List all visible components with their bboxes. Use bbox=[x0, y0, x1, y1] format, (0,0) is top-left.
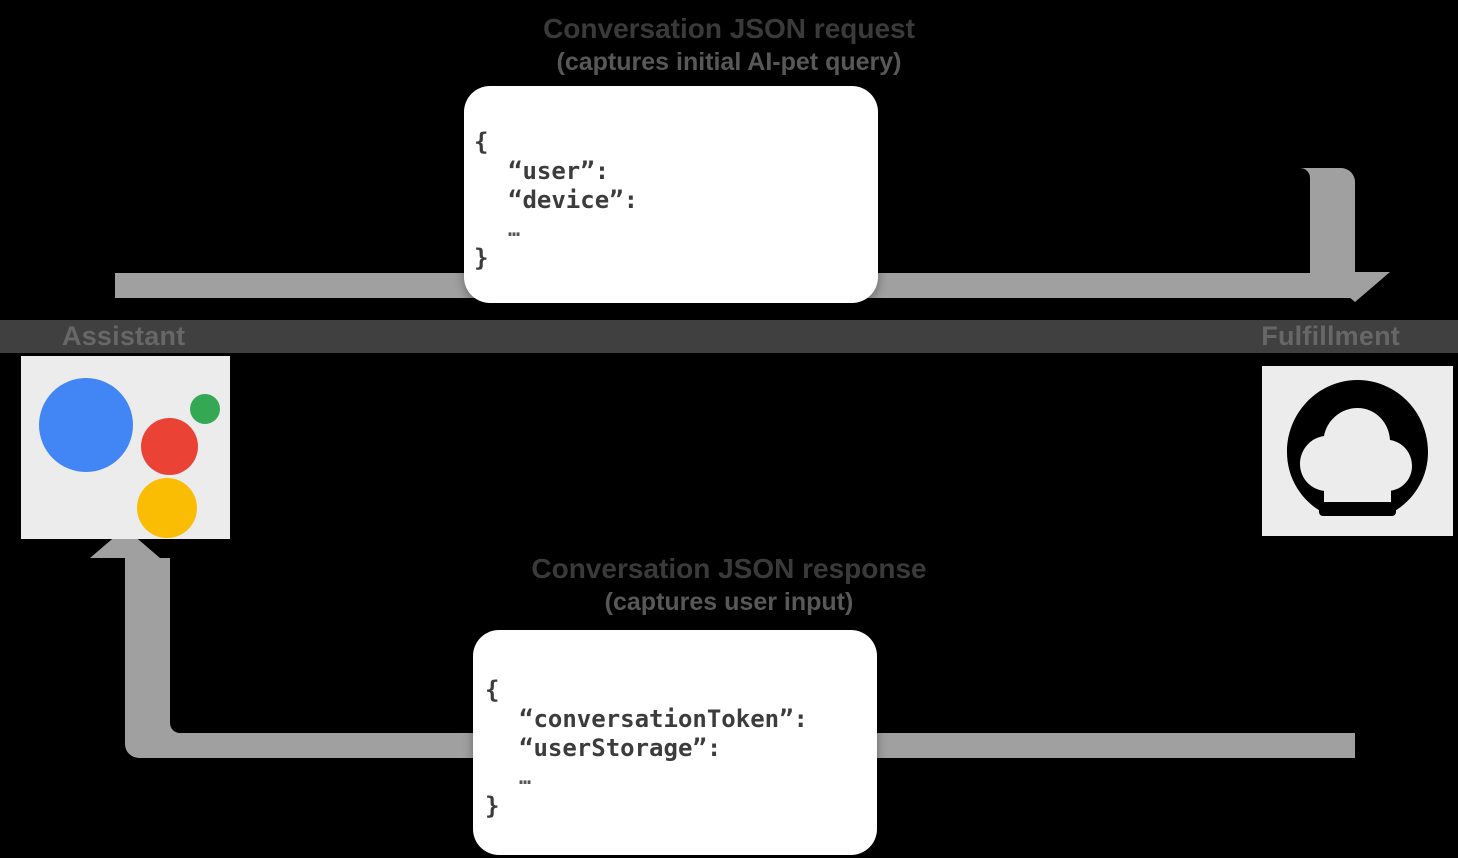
google-assistant-yellow-dot-icon bbox=[137, 478, 197, 538]
request-arrow-head-icon bbox=[1320, 272, 1390, 302]
response-caption-subtitle: (captures user input) bbox=[604, 588, 854, 616]
request-caption-group: Conversation JSON request (captures init… bbox=[0, 12, 1458, 79]
json-ellipsis: … bbox=[519, 765, 533, 789]
node-label-fulfillment: Fulfillment bbox=[1261, 321, 1400, 351]
response-json-card: { “conversationToken”: “userStorage”: … … bbox=[473, 630, 877, 855]
json-ellipsis: … bbox=[508, 217, 522, 241]
request-caption-title: Conversation JSON request bbox=[543, 13, 915, 44]
json-field-device: “device”: bbox=[508, 186, 639, 214]
json-close-brace: } bbox=[474, 244, 489, 272]
node-lane-divider bbox=[0, 320, 1458, 353]
google-assistant-blue-dot-icon bbox=[39, 378, 133, 472]
google-assistant-red-dot-icon bbox=[141, 418, 198, 475]
json-open-brace: { bbox=[474, 128, 489, 156]
json-field-user-storage: “userStorage”: bbox=[519, 734, 722, 762]
json-open-brace: { bbox=[485, 676, 500, 704]
json-field-user: “user”: bbox=[508, 157, 610, 185]
assistant-node-tile[interactable] bbox=[21, 356, 230, 539]
response-caption-group: Conversation JSON response (captures use… bbox=[0, 552, 1458, 619]
request-json-card: { “user”: “device”: … } bbox=[464, 86, 878, 303]
response-caption-title: Conversation JSON response bbox=[531, 553, 927, 584]
json-close-brace: } bbox=[485, 792, 500, 820]
google-assistant-green-dot-icon bbox=[190, 394, 220, 424]
node-label-assistant: Assistant bbox=[62, 321, 186, 351]
cloud-functions-icon bbox=[1287, 380, 1428, 516]
fulfillment-node-tile[interactable] bbox=[1262, 366, 1453, 536]
request-caption-subtitle: (captures initial AI-pet query) bbox=[556, 48, 902, 76]
json-field-conversation-token: “conversationToken”: bbox=[519, 705, 808, 733]
